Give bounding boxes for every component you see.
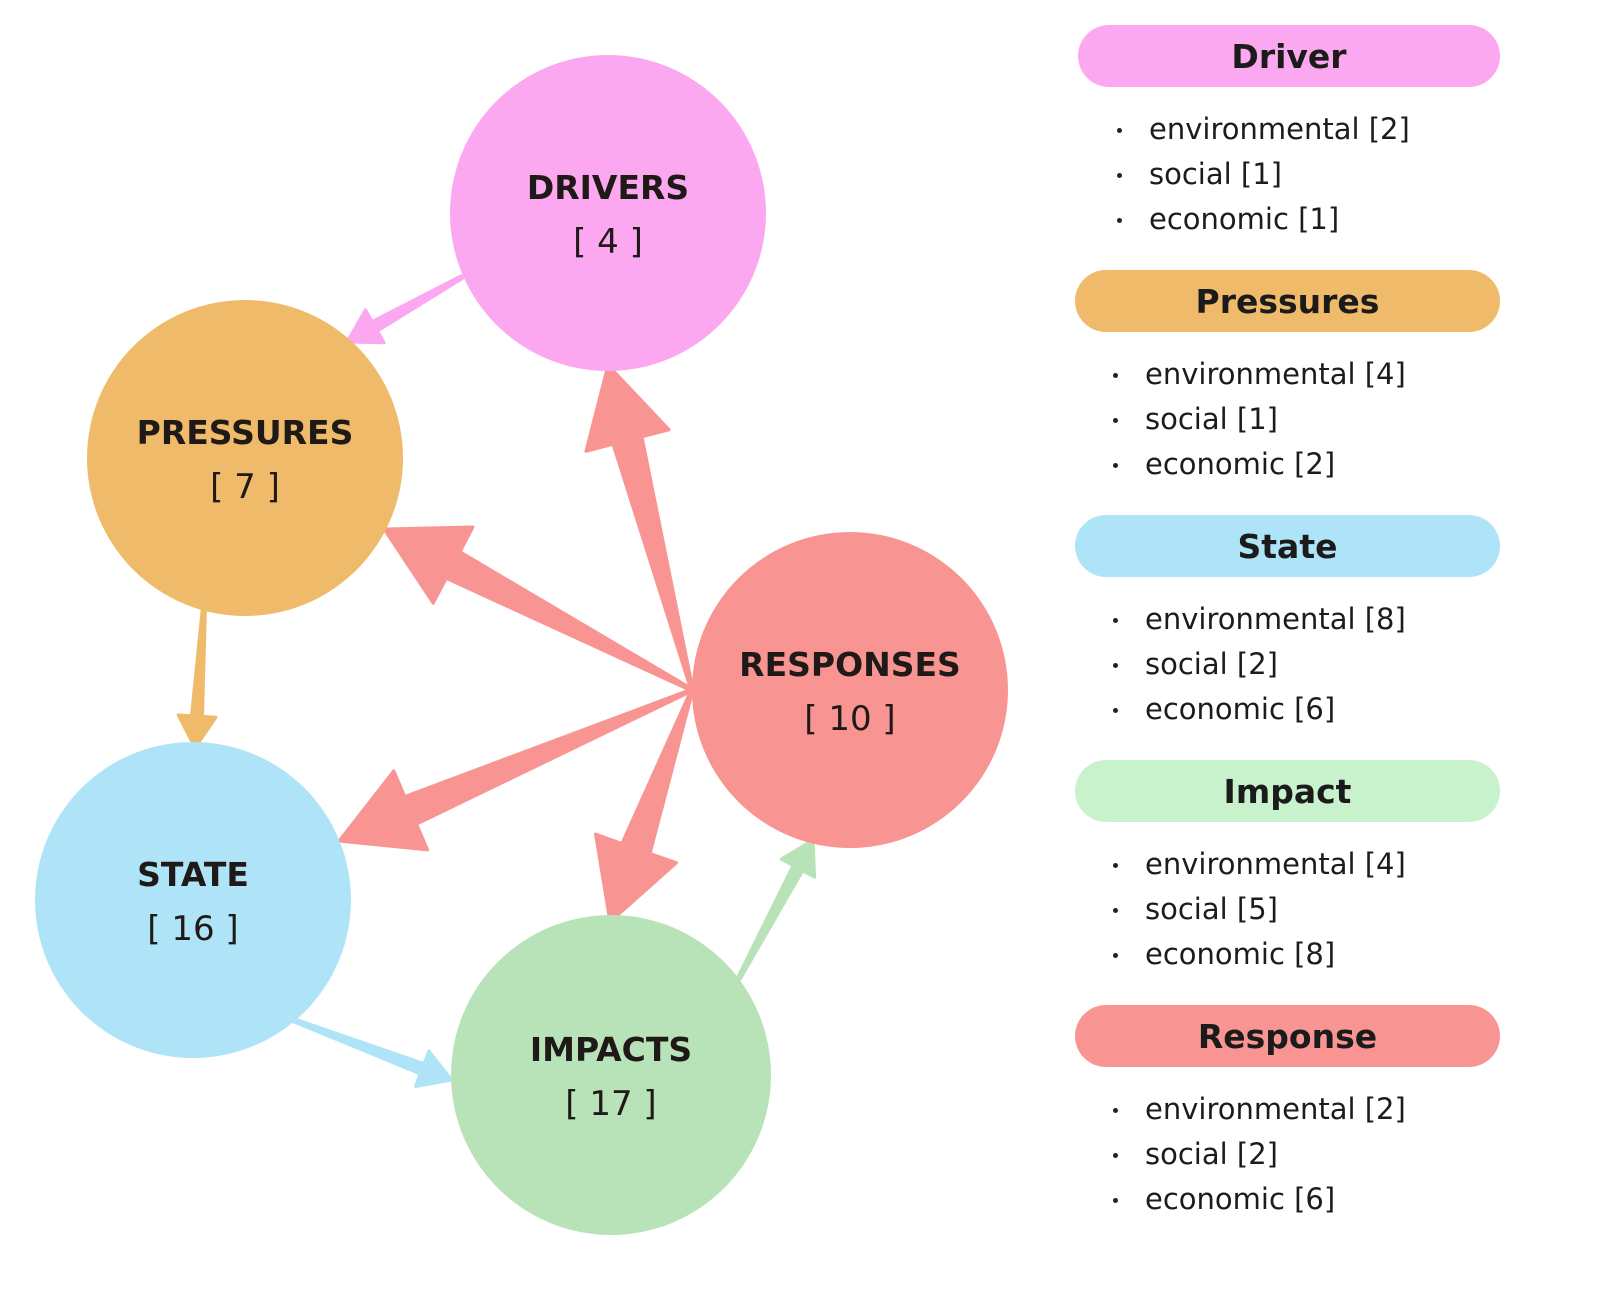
legend-pill-driver: Driver: [1078, 25, 1500, 87]
legend-group-impact: Impact environmental [4] social [5] econ…: [1075, 760, 1500, 977]
node-state: STATE [ 16 ]: [35, 742, 351, 1058]
node-drivers: DRIVERS [ 4 ]: [450, 55, 766, 371]
legend-item: social [1]: [1111, 152, 1500, 197]
legend-item: environmental [4]: [1107, 352, 1500, 397]
node-pressures: PRESSURES [ 7 ]: [87, 300, 403, 616]
node-circle: [451, 915, 771, 1235]
arrow-responses-to-pressures: [382, 525, 694, 693]
node-count: [ 7 ]: [210, 467, 280, 507]
legend-item: environmental [4]: [1107, 842, 1500, 887]
node-count: [ 4 ]: [573, 222, 643, 262]
arrow-pressures-to-state: [176, 605, 218, 750]
legend-item: environmental [2]: [1111, 107, 1500, 152]
legend-item: economic [6]: [1107, 687, 1500, 732]
legend-item: economic [8]: [1107, 932, 1500, 977]
legend-item: social [5]: [1107, 887, 1500, 932]
legend-item: economic [6]: [1107, 1177, 1500, 1222]
arrow-responses-to-drivers: [584, 363, 695, 692]
node-count: [ 16 ]: [147, 909, 238, 949]
legend-pill-response: Response: [1075, 1005, 1500, 1067]
legend-item: economic [2]: [1107, 442, 1500, 487]
legend-item: environmental [8]: [1107, 597, 1500, 642]
node-label: PRESSURES: [137, 413, 354, 452]
arrow-responses-to-impacts: [594, 688, 695, 924]
legend-pill-state: State: [1075, 515, 1500, 577]
arrow-impacts-to-responses: [735, 838, 817, 983]
edges: [176, 274, 817, 1088]
node-label: IMPACTS: [530, 1030, 692, 1069]
legend-group-state: State environmental [8] social [2] econo…: [1075, 515, 1500, 732]
legend-pill-impact: Impact: [1075, 760, 1500, 822]
node-responses: RESPONSES [ 10 ]: [692, 532, 1008, 848]
legend-item: social [2]: [1107, 642, 1500, 687]
node-count: [ 17 ]: [565, 1084, 656, 1124]
node-count: [ 10 ]: [804, 699, 895, 739]
legend-group-response: Response environmental [2] social [2] ec…: [1075, 1005, 1500, 1222]
arrow-responses-to-state: [337, 687, 694, 852]
legend-group-driver: Driver environmental [2] social [1] econ…: [1075, 25, 1500, 242]
node-impacts: IMPACTS [ 17 ]: [451, 915, 771, 1235]
legend-item: social [2]: [1107, 1132, 1500, 1177]
legend-item: environmental [2]: [1107, 1087, 1500, 1132]
legend-pill-pressures: Pressures: [1075, 270, 1500, 332]
node-circle: [87, 300, 403, 616]
legend-item: social [1]: [1107, 397, 1500, 442]
node-label: RESPONSES: [739, 645, 961, 684]
nodes: DRIVERS [ 4 ] PRESSURES [ 7 ] RESPONSES [ 10 …: [35, 55, 1008, 1235]
node-circle: [35, 742, 351, 1058]
legend-item: economic [1]: [1111, 197, 1500, 242]
arrow-state-to-impacts: [291, 1017, 454, 1088]
node-circle: [450, 55, 766, 371]
node-label: STATE: [137, 855, 249, 894]
legend-group-pressures: Pressures environmental [4] social [1] e…: [1075, 270, 1500, 487]
dpsir-diagram: DRIVERS [ 4 ] PRESSURES [ 7 ] RESPONSES [ 10 …: [35, 55, 1008, 1235]
node-circle: [692, 532, 1008, 848]
arrow-drivers-to-pressures: [345, 274, 465, 345]
legend: Driver environmental [2] social [1] econ…: [1075, 25, 1500, 1250]
node-label: DRIVERS: [527, 168, 689, 207]
